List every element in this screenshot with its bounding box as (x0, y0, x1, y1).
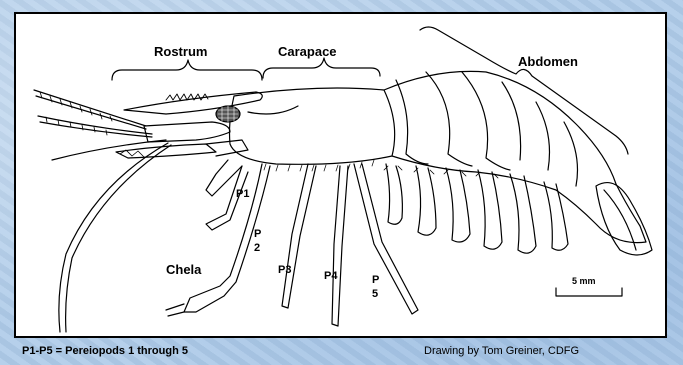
carapace-bracket (263, 58, 380, 78)
pereiopod-p5 (354, 164, 418, 314)
label-chela: Chela (166, 262, 201, 277)
credit-caption: Drawing by Tom Greiner, CDFG (424, 345, 579, 357)
pereiopod-p3 (282, 164, 316, 308)
diagram-panel: Rostrum Carapace Abdomen P1 P 2 P3 P4 P … (14, 12, 667, 338)
abdomen-outline (384, 71, 646, 242)
pereiopod-p4 (332, 166, 348, 326)
carapace (230, 88, 395, 164)
label-p4: P4 (324, 270, 337, 282)
legend-caption: P1-P5 = Pereiopods 1 through 5 (22, 345, 188, 357)
rostrum-bracket (112, 60, 262, 80)
label-scale: 5 mm (572, 276, 596, 286)
label-carapace: Carapace (278, 44, 337, 59)
label-p2-letter: P (254, 228, 261, 240)
label-p3: P3 (278, 264, 291, 276)
label-p1: P1 (236, 188, 249, 200)
label-p5-number: 5 (372, 288, 378, 300)
scale-bar (556, 288, 622, 296)
antennal-scale (144, 122, 230, 142)
label-rostrum: Rostrum (154, 44, 207, 59)
label-p5-letter: P (372, 274, 379, 286)
label-p2-number: 2 (254, 242, 260, 254)
label-abdomen: Abdomen (518, 54, 578, 69)
abdomen-bracket (420, 27, 628, 154)
